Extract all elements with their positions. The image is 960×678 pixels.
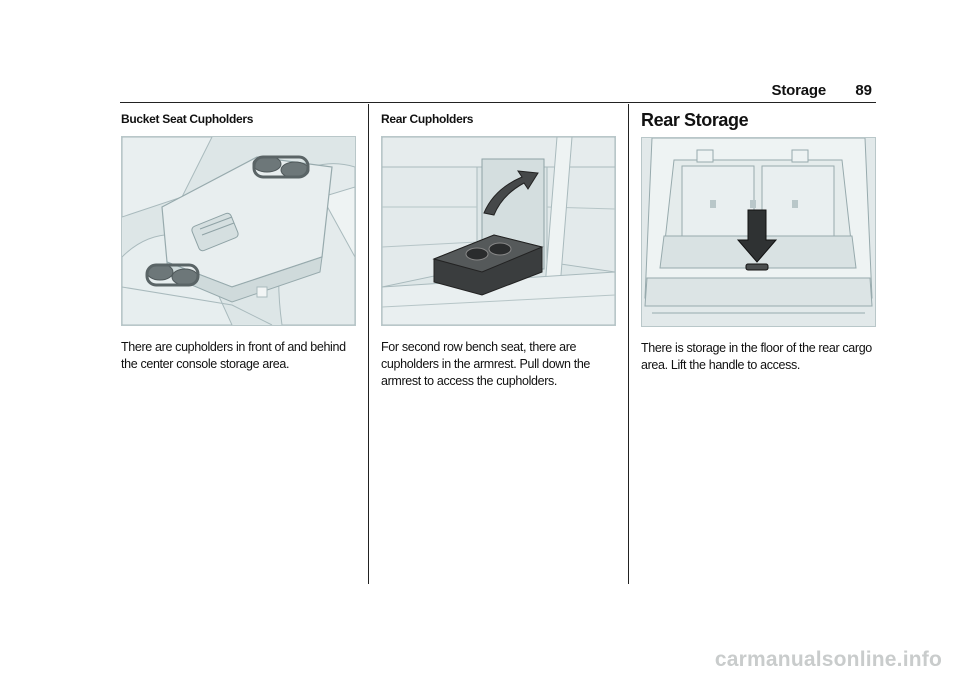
column-rear-storage: Rear Storage There is storage in the flo… — [641, 110, 877, 374]
header-rule — [120, 102, 876, 103]
section-heading: Rear Storage — [641, 110, 749, 130]
rear-storage-illustration — [641, 137, 876, 327]
rear-cupholders-illustration — [381, 136, 616, 326]
header-section-title: Storage — [771, 82, 827, 99]
bucket-seat-cupholders-illustration — [121, 136, 356, 326]
column-divider — [628, 104, 629, 584]
subheading: Bucket Seat Cupholders — [121, 112, 254, 126]
page-number: 89 — [855, 82, 872, 99]
watermark: carmanualsonline.info — [714, 648, 942, 671]
body-paragraph: There is storage in the floor of the rea… — [641, 341, 872, 372]
subheading: Rear Cupholders — [381, 112, 474, 126]
column-rear-cupholders: Rear Cupholders For second row bench sea… — [381, 112, 617, 390]
column-bucket-seat-cupholders: Bucket Seat Cupholders There are cuphold… — [121, 112, 357, 373]
body-paragraph: For second row bench seat, there are cup… — [381, 340, 591, 388]
page-header: Storage 89 — [120, 82, 876, 104]
body-paragraph: There are cupholders in front of and beh… — [121, 340, 346, 371]
column-divider — [368, 104, 369, 584]
